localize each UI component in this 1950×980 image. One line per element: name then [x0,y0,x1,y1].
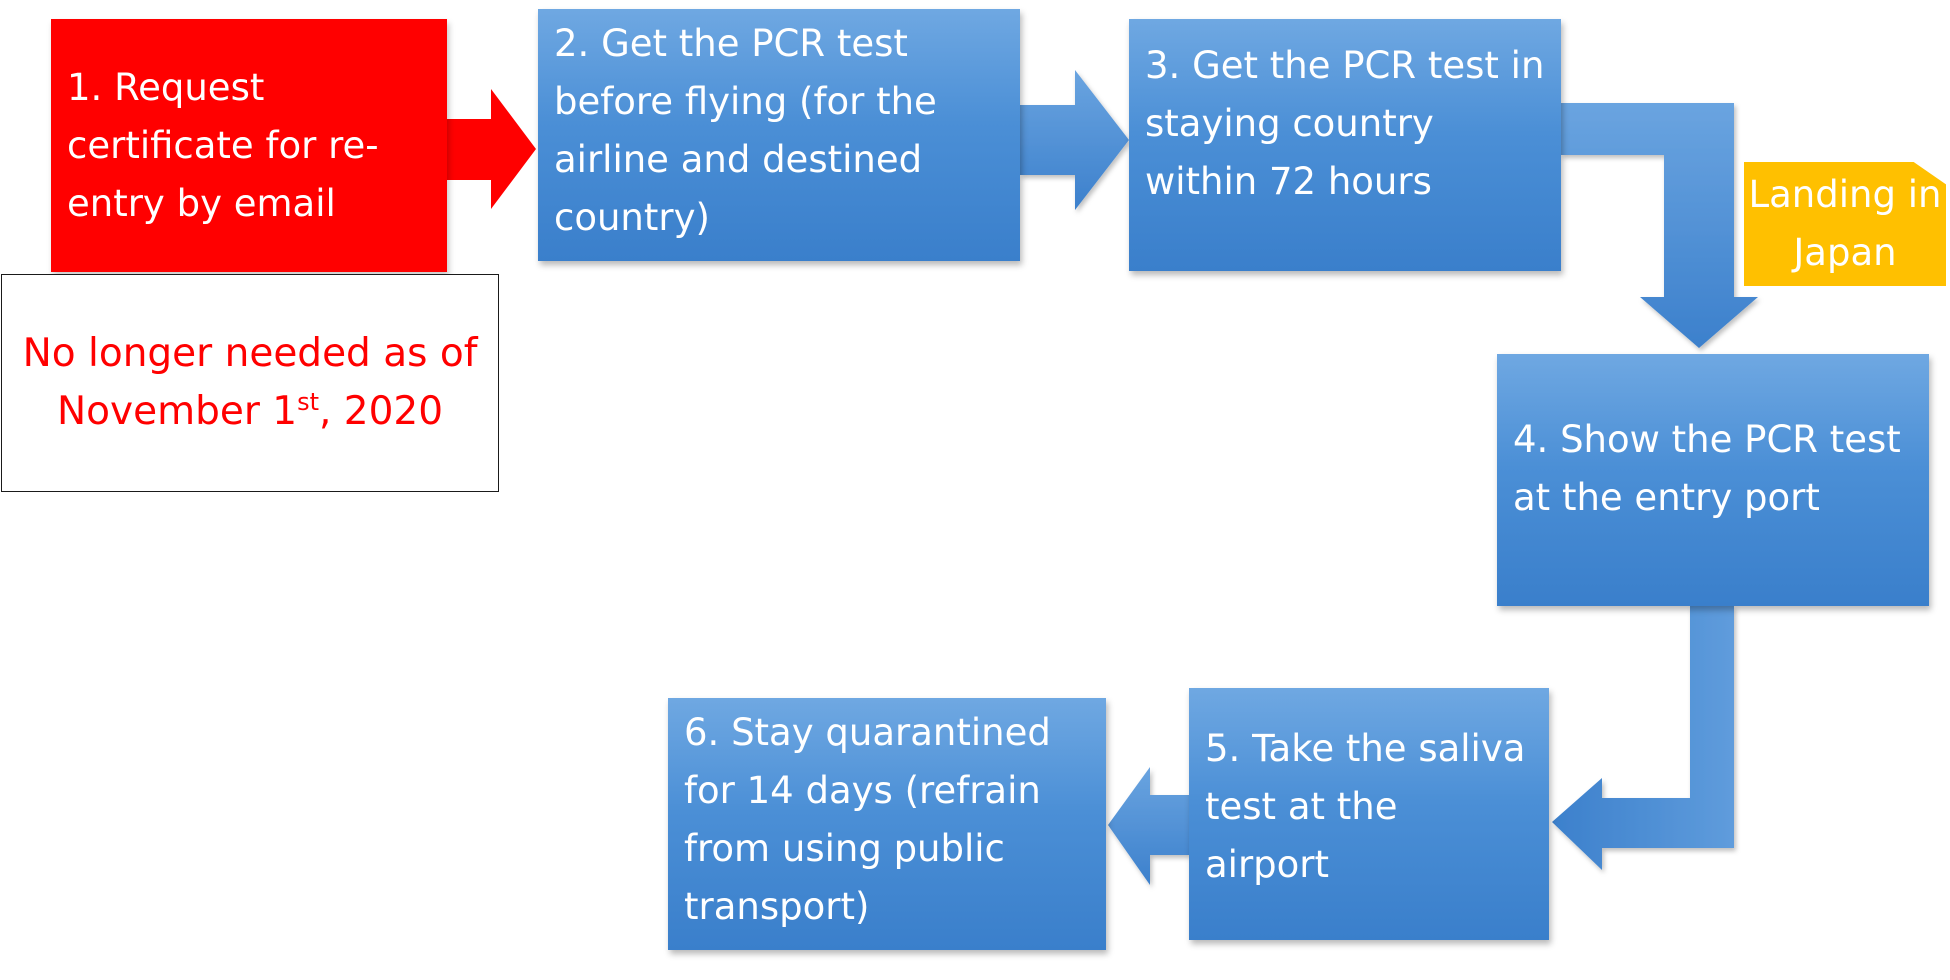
arrow-3-to-4 [1561,103,1758,348]
step-4-line-1: 4. Show the PCR test [1513,418,1901,461]
step-2-text: 2. Get the PCR test before flying (for t… [554,15,937,247]
note-line-1: No longer needed as of [22,331,478,376]
note-line-2-sup: st [297,388,319,416]
step-2-line-3: airline and destined [554,138,923,181]
note-line-2-suffix: , 2020 [318,389,444,434]
note-line-2-prefix: November 1 [56,389,298,434]
step-1-request-certificate: 1. Request certificate for re- entry by … [51,19,447,272]
step-6-text: 6. Stay quarantined for 14 days (refrain… [684,704,1051,936]
arrow-1-to-2 [447,89,536,209]
landing-badge-line-2: in Japan [1793,173,1942,274]
step-2-line-4: country) [554,196,710,239]
step-3-line-1: 3. Get the PCR test in [1145,44,1545,87]
note-text: No longer needed as of November 1st, 202… [2,325,498,441]
arrow-4-to-5 [1552,606,1734,870]
step-2-line-2: before flying (for the [554,80,937,123]
step-6-stay-quarantined: 6. Stay quarantined for 14 days (refrain… [668,698,1106,950]
step-1-line-1: 1. Request [67,65,265,109]
step-2-pcr-before-flying: 2. Get the PCR test before flying (for t… [538,9,1020,261]
step-3-pcr-in-country: 3. Get the PCR test in staying country w… [1129,19,1561,271]
step-6-line-3: from using public [684,827,1005,870]
step-6-line-4: transport) [684,885,870,928]
no-longer-needed-note: No longer needed as of November 1st, 202… [1,274,499,492]
step-4-show-pcr-at-entry: 4. Show the PCR test at the entry port [1497,354,1929,606]
step-2-line-1: 2. Get the PCR test [554,22,908,65]
landing-badge-text: Landing in Japan [1744,166,1946,282]
step-1-text: 1. Request certificate for re- entry by … [67,59,379,233]
step-5-saliva-test: 5. Take the saliva test at the airport [1189,688,1549,940]
step-5-line-2: test at the airport [1205,785,1398,886]
step-4-line-2: at the entry port [1513,476,1820,519]
landing-badge-line-1: Landing [1748,173,1896,216]
note-line-2: November 1st, 2020 [57,389,443,434]
step-3-text: 3. Get the PCR test in staying country w… [1145,37,1544,211]
step-3-line-3: within 72 hours [1145,160,1432,203]
step-5-text: 5. Take the saliva test at the airport [1205,720,1533,894]
landing-in-japan-badge: Landing in Japan [1744,162,1946,286]
step-1-line-2: certificate for re- [67,123,379,167]
arrow-5-to-6 [1108,767,1189,885]
step-6-line-2: for 14 days (refrain [684,769,1041,812]
step-4-text: 4. Show the PCR test at the entry port [1513,411,1901,527]
step-1-line-3: entry by email [67,181,336,225]
step-3-line-2: staying country [1145,102,1434,145]
step-6-line-1: 6. Stay quarantined [684,711,1051,754]
step-5-line-1: 5. Take the saliva [1205,727,1526,770]
arrow-2-to-3 [1020,70,1129,210]
